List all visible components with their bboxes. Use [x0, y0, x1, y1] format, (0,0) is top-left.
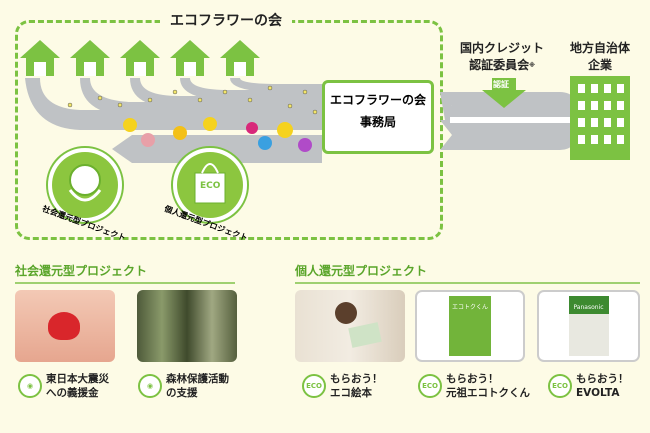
- item-disaster-relief[interactable]: ◉ 東日本大震災への義援金: [18, 372, 109, 400]
- office-subtitle: 事務局: [359, 115, 396, 129]
- credit-dots: [67, 85, 318, 115]
- photo-forest: [137, 290, 237, 362]
- municipality-line2: 企業: [587, 58, 612, 72]
- item-line1: もらおう！: [446, 373, 499, 385]
- item-evolta[interactable]: ECO もらおう！ EVOLTA: [548, 372, 629, 400]
- flow-diagram: [20, 40, 630, 224]
- item-line2: EVOLTA: [576, 387, 620, 399]
- photo-heart-hands: [15, 290, 115, 362]
- product-evolta: Panasonic: [537, 290, 640, 362]
- section-personal: 個人還元型プロジェクト: [295, 262, 640, 284]
- certifier-label: 国内クレジット 認証委員会※: [452, 40, 552, 74]
- product-ecotoku: エコトクくん: [415, 290, 525, 362]
- eco-label: ECO: [200, 181, 221, 191]
- item-line1: 森林保護活動: [166, 373, 229, 385]
- item-line1: もらおう！: [330, 373, 383, 385]
- municipality-line1: 地方自治体: [569, 41, 630, 55]
- office-name: エコフラワーの会: [329, 93, 426, 107]
- ecotoku-package: エコトクくん: [449, 296, 491, 356]
- item-line2: の支援: [166, 387, 198, 399]
- photo-mother-child-book: [295, 290, 405, 362]
- item-line2: 元祖エコトクくん: [446, 387, 530, 399]
- municipality-label: 地方自治体 企業: [560, 40, 640, 74]
- evolta-package: Panasonic: [568, 296, 609, 356]
- social-project-icon: ◉: [18, 374, 42, 398]
- office-box: エコフラワーの会 事務局: [322, 80, 434, 154]
- certifier-note: ※: [529, 62, 535, 69]
- eco-bag-icon: ECO: [302, 374, 326, 398]
- group-title: エコフラワーの会: [160, 10, 292, 30]
- item-line2: への義援金: [46, 387, 99, 399]
- section-social: 社会還元型プロジェクト: [15, 262, 235, 284]
- certify-label: 認証: [493, 80, 509, 89]
- house-icons: [20, 40, 260, 76]
- item-line2: エコ絵本: [330, 387, 372, 399]
- social-project-icon: ◉: [138, 374, 162, 398]
- item-ecotoku[interactable]: ECO もらおう！ 元祖エコトクくん: [418, 372, 530, 400]
- certifier-line1: 国内クレジット: [459, 41, 544, 55]
- certify-arrow-icon: [482, 78, 526, 108]
- personal-project-circle-icon: [171, 146, 249, 224]
- item-line1: 東日本大震災: [46, 373, 109, 385]
- certifier-line2: 認証委員会: [469, 58, 530, 72]
- eco-bag-icon: ECO: [548, 374, 572, 398]
- eco-bag-icon: ECO: [418, 374, 442, 398]
- item-line1: もらおう！: [576, 373, 629, 385]
- item-forest-protection[interactable]: ◉ 森林保護活動の支援: [138, 372, 229, 400]
- flower-icons: [123, 117, 312, 152]
- item-eco-picture-book[interactable]: ECO もらおう！ エコ絵本: [302, 372, 383, 400]
- social-project-circle-icon: [46, 146, 124, 224]
